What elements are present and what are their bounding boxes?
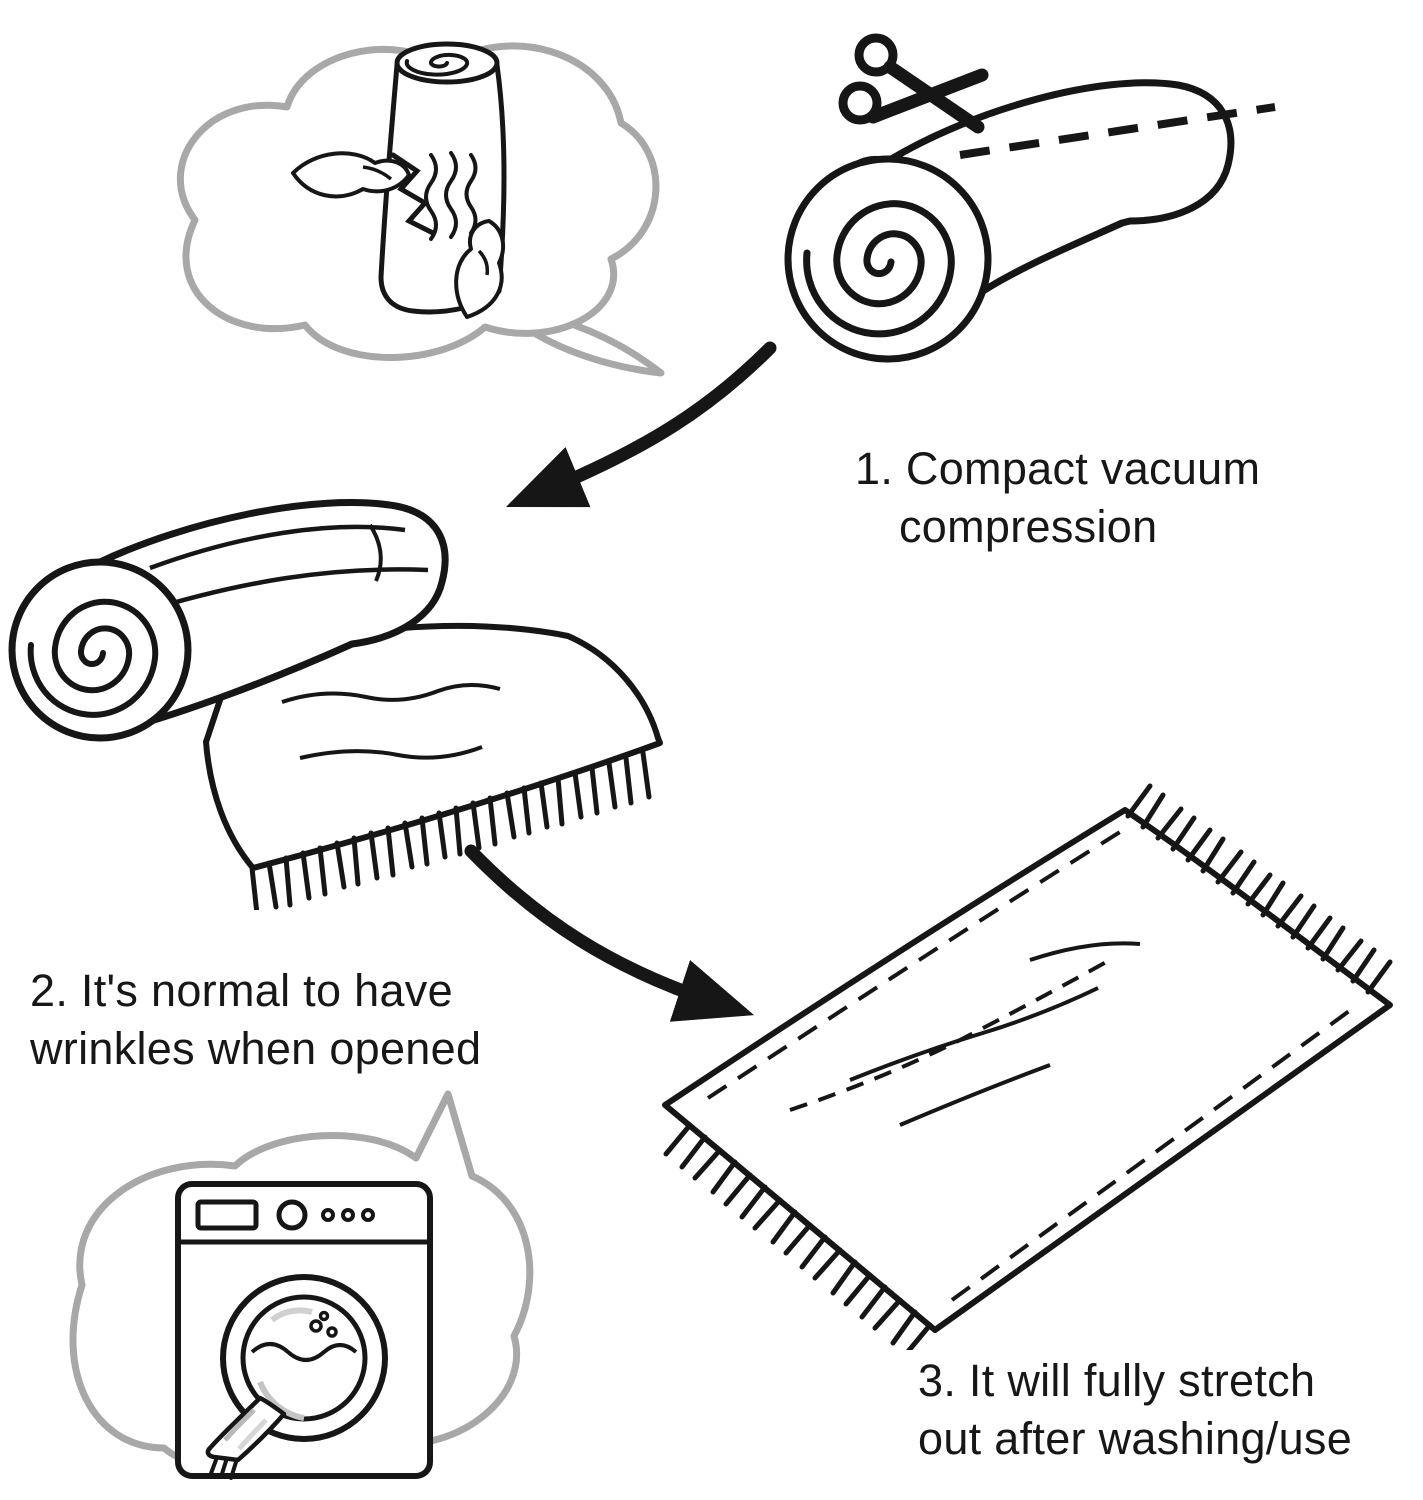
vacuum-roll-illustration (770, 15, 1310, 415)
step-1-line-1: 1. Compact vacuum (855, 443, 1261, 494)
flat-blanket-illustration (600, 780, 1410, 1350)
step-1-caption: 1. Compact vacuum compression (855, 440, 1260, 555)
roll-body (784, 79, 1235, 363)
flat-blanket-fringe-bottom (663, 1122, 933, 1350)
step-2-line-2: wrinkles when opened (30, 1022, 482, 1074)
step-3-line-1: 3. It will fully stretch (918, 1355, 1316, 1406)
flat-blanket-wrinkles (706, 830, 1358, 1302)
arrow-1-shaft (505, 341, 777, 508)
washing-machine-bubble (20, 1080, 560, 1500)
flat-blanket-body (662, 807, 1393, 1333)
step-3-line-2: out after washing/use (918, 1412, 1353, 1464)
arrow-roll-to-blanket (470, 330, 790, 570)
blanket-roll (8, 499, 449, 742)
step-3-caption: 3. It will fully stretch out after washi… (918, 1352, 1352, 1467)
step-2-caption: 2. It's normal to have wrinkles when ope… (30, 962, 481, 1077)
step-1-line-2: compression (899, 500, 1158, 552)
flat-blanket-fringe-top (1125, 783, 1393, 995)
arrow-blanket-to-flat (455, 835, 765, 1050)
washing-machine-icon (175, 1181, 433, 1480)
arrow-2-shaft (464, 844, 755, 1022)
unpacking-thought-bubble (95, 5, 675, 390)
hands-drawing (291, 151, 506, 319)
blanket-sheet (203, 622, 663, 871)
blanket-fringe (249, 750, 652, 910)
dashed-cut-line (959, 103, 1276, 159)
step-2-line-1: 2. It's normal to have (30, 965, 453, 1016)
scissors-icon (838, 33, 989, 134)
rolled-blanket-illustration (0, 440, 720, 910)
